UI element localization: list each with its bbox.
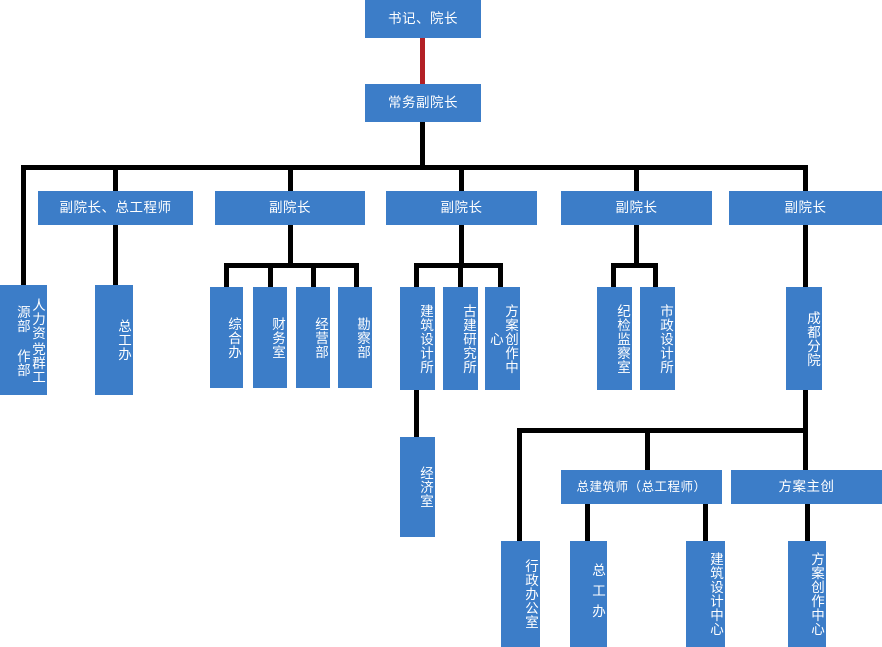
connector-arch-inst-to-economics-room [414,390,419,437]
connector-bus-to-vp-4 [634,165,639,192]
connector-chengdu-bus [517,428,808,433]
node-administrative-office[interactable]: 行政办公室 [501,541,540,647]
node-architectural-design-center[interactable]: 建筑设计中心 [686,541,725,647]
connector-vp3-child-3 [498,263,503,287]
connector-vp1-to-chief-eng-office [113,225,118,285]
node-chengdu-scheme-creation-center[interactable]: 方案创作中心 [788,541,826,647]
connector-chengdu-to-scheme-lead [803,428,808,470]
node-chief-engineer-office[interactable]: 总工办 [95,285,133,395]
node-economics-room[interactable]: 经济室 [400,437,435,537]
connector-vp4-child-1 [611,263,616,287]
connector-vp3-child-1 [414,263,419,287]
node-vp-4[interactable]: 副院长 [561,191,712,225]
node-hr-and-party-affairs[interactable]: 人力资源部 党群工作部 [0,285,47,395]
node-vp-2[interactable]: 副院长 [215,191,365,225]
node-vp-5[interactable]: 副院长 [729,191,882,225]
connector-vp2-child-1 [224,263,229,287]
connector-bus-to-vp-2 [288,165,293,192]
connector-top-to-exec-vp [420,38,425,84]
connector-bus-to-vp-3 [459,165,464,192]
node-operations-department[interactable]: 经营部 [296,287,330,388]
node-finance-office[interactable]: 财务室 [253,287,287,388]
connector-vp2-child-2 [268,263,273,287]
connector-scheme-lead-to-scheme-center [805,504,810,541]
node-general-affairs-office[interactable]: 综合办 [210,287,243,388]
node-chief-architect-chief-engineer[interactable]: 总建筑师（总工程师） [561,470,722,504]
node-chengdu-chief-engineer-office[interactable]: 总工办 [570,541,607,647]
node-hr-department-label: 人力资源部 [14,298,45,340]
connector-vp4-bus [611,263,658,268]
connector-vp-bus [21,165,806,170]
node-vp-1-chief-engineer[interactable]: 副院长、总工程师 [38,191,193,225]
node-secretary-president[interactable]: 书记、院长 [365,0,481,38]
connector-direct-units-drop [21,165,26,285]
node-chengdu-branch[interactable]: 成都分院 [786,287,822,390]
connector-vp2-bus [224,263,359,268]
connector-vp3-child-2 [458,263,463,287]
connector-vp4-drop [634,225,639,265]
connector-bus-to-vp-5 [803,165,808,192]
connector-vp2-child-4 [354,263,359,287]
node-ancient-architecture-research-institute[interactable]: 古建研究所 [443,287,478,390]
connector-vp2-child-3 [311,263,316,287]
node-scheme-creation-center[interactable]: 方案创作中心 [485,287,520,390]
connector-exec-vp-drop [420,122,425,167]
connector-vp2-drop [288,225,293,265]
node-executive-vice-president[interactable]: 常务副院长 [365,84,481,122]
node-party-affairs-department-label: 党群工作部 [14,342,45,384]
connector-chengdu-drop [803,390,808,432]
connector-chengdu-to-chief-architect [645,428,650,470]
connector-chief-architect-to-arch-design-center [703,504,708,541]
node-architectural-design-institute[interactable]: 建筑设计所 [400,287,435,390]
node-scheme-lead[interactable]: 方案主创 [731,470,882,504]
connector-chengdu-to-admin-office [517,428,522,541]
node-vp-3[interactable]: 副院长 [386,191,537,225]
connector-vp5-to-chengdu-branch [803,225,808,287]
node-survey-department[interactable]: 勘察部 [338,287,372,388]
node-discipline-inspection-office[interactable]: 纪检监察室 [597,287,632,390]
connector-chief-architect-to-chief-eng-office [585,504,590,541]
connector-bus-to-vp-1 [113,165,118,192]
connector-vp4-child-2 [653,263,658,287]
node-municipal-design-institute[interactable]: 市政设计所 [640,287,675,390]
connector-vp3-drop [459,225,464,265]
